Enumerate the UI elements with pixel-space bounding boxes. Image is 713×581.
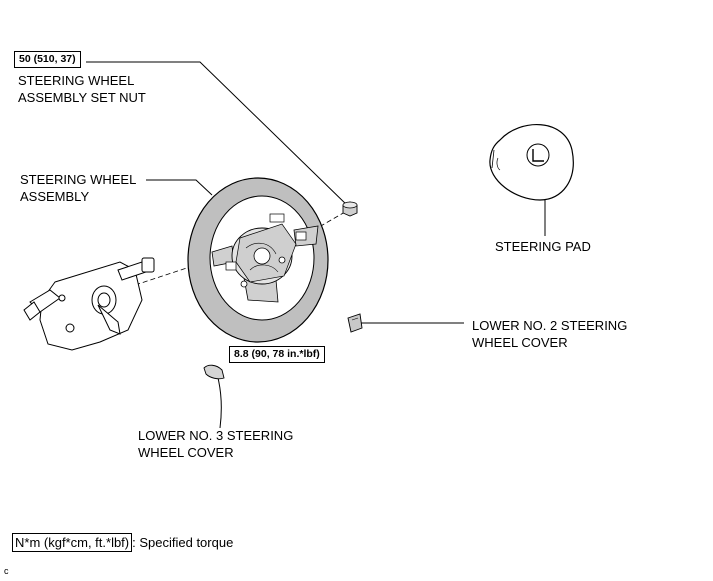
label-set-nut-line2: ASSEMBLY SET NUT: [18, 90, 146, 105]
label-lower-no3-cover-line1: LOWER NO. 3 STEERING: [138, 428, 294, 443]
torque-box-set-nut: 50 (510, 37): [14, 51, 81, 68]
label-lower-no2-cover-line2: WHEEL COVER: [472, 335, 568, 350]
torque-legend: N*m (kgf*cm, ft.*lbf): Specified torque: [12, 533, 233, 552]
corner-mark: c: [4, 566, 9, 576]
leader-wheel-assembly: [146, 179, 213, 196]
label-lower-no2-cover: LOWER NO. 2 STEERING WHEEL COVER: [472, 317, 627, 351]
set-nut-part: [342, 201, 358, 217]
lower-no2-cover-part: [347, 313, 363, 333]
leader-set-nut: [86, 61, 351, 209]
label-wheel-assembly-line2: ASSEMBLY: [20, 189, 90, 204]
leader-lower-no3-cover: [217, 377, 222, 429]
torque-box-lower-screws: 8.8 (90, 78 in.*lbf): [229, 346, 325, 363]
legend-unit-box: N*m (kgf*cm, ft.*lbf): [12, 533, 133, 552]
steering-pad-part: [489, 123, 574, 201]
label-lower-no2-cover-line1: LOWER NO. 2 STEERING: [472, 318, 628, 333]
label-set-nut: STEERING WHEEL ASSEMBLY SET NUT: [18, 72, 146, 106]
label-wheel-assembly-line1: STEERING WHEEL: [20, 172, 137, 187]
label-lower-no3-cover: LOWER NO. 3 STEERING WHEEL COVER: [138, 427, 293, 461]
column-switch-assembly: [23, 257, 155, 351]
lower-no3-cover-part: [203, 364, 225, 380]
label-set-nut-line1: STEERING WHEEL: [18, 73, 135, 88]
label-steering-pad: STEERING PAD: [495, 239, 591, 254]
legend-text: : Specified torque: [132, 535, 234, 550]
label-lower-no3-cover-line2: WHEEL COVER: [138, 445, 234, 460]
label-wheel-assembly: STEERING WHEEL ASSEMBLY: [20, 171, 136, 205]
steering-wheel: [187, 177, 329, 343]
